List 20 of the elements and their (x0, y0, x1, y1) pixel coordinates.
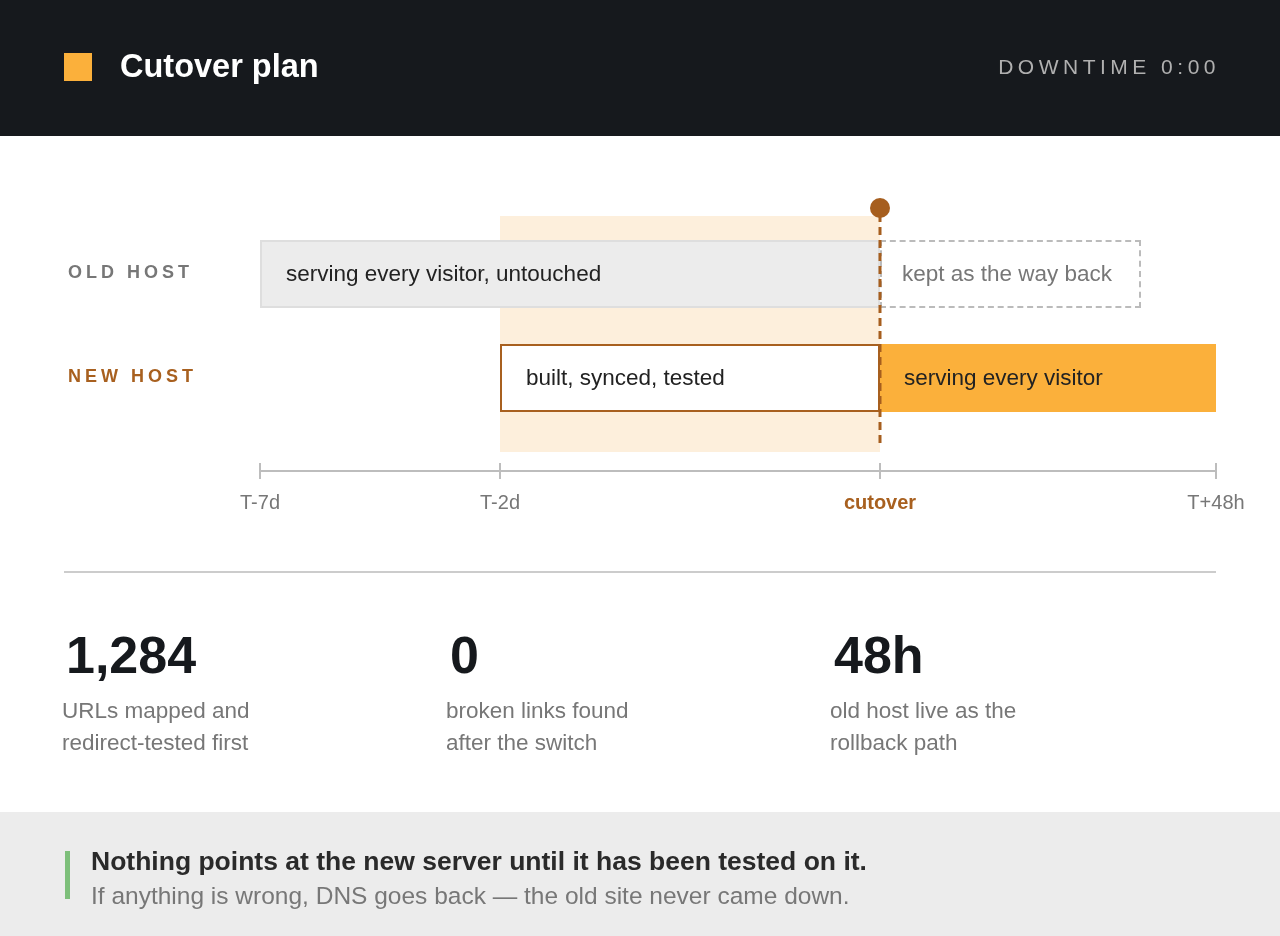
tick-label: T-7d (240, 490, 280, 514)
stat-value: 48h (834, 625, 924, 685)
stat-description: old host live as the rollback path (830, 697, 1018, 757)
tick-label: T-2d (480, 490, 520, 514)
title: Cutover plan (120, 47, 319, 85)
tick-label: T+48h (1187, 490, 1245, 514)
stat-description: URLs mapped and redirect-tested first (62, 697, 251, 757)
tick-label: cutover (843, 490, 917, 514)
timeline-bar: serving every visitor, untouched (260, 240, 880, 308)
stat-value: 0 (450, 625, 479, 685)
note-text: If anything is wrong, DNS goes back — the old site never came down. (91, 881, 850, 911)
timeline-bar: serving every visitor (880, 344, 1216, 412)
stat-value: 1,284 (66, 625, 197, 685)
row-label: NEW HOST (68, 365, 197, 387)
timeline-bar: kept as the way back (880, 240, 1141, 308)
note-heading: Nothing points at the new server until it has been tested on it. (91, 845, 867, 877)
timeline-bar: built, synced, tested (500, 344, 880, 412)
status-text: DOWNTIME 0:00 (998, 54, 1220, 80)
row-label: OLD HOST (68, 261, 193, 283)
stat-description: broken links found after the switch (446, 697, 630, 757)
